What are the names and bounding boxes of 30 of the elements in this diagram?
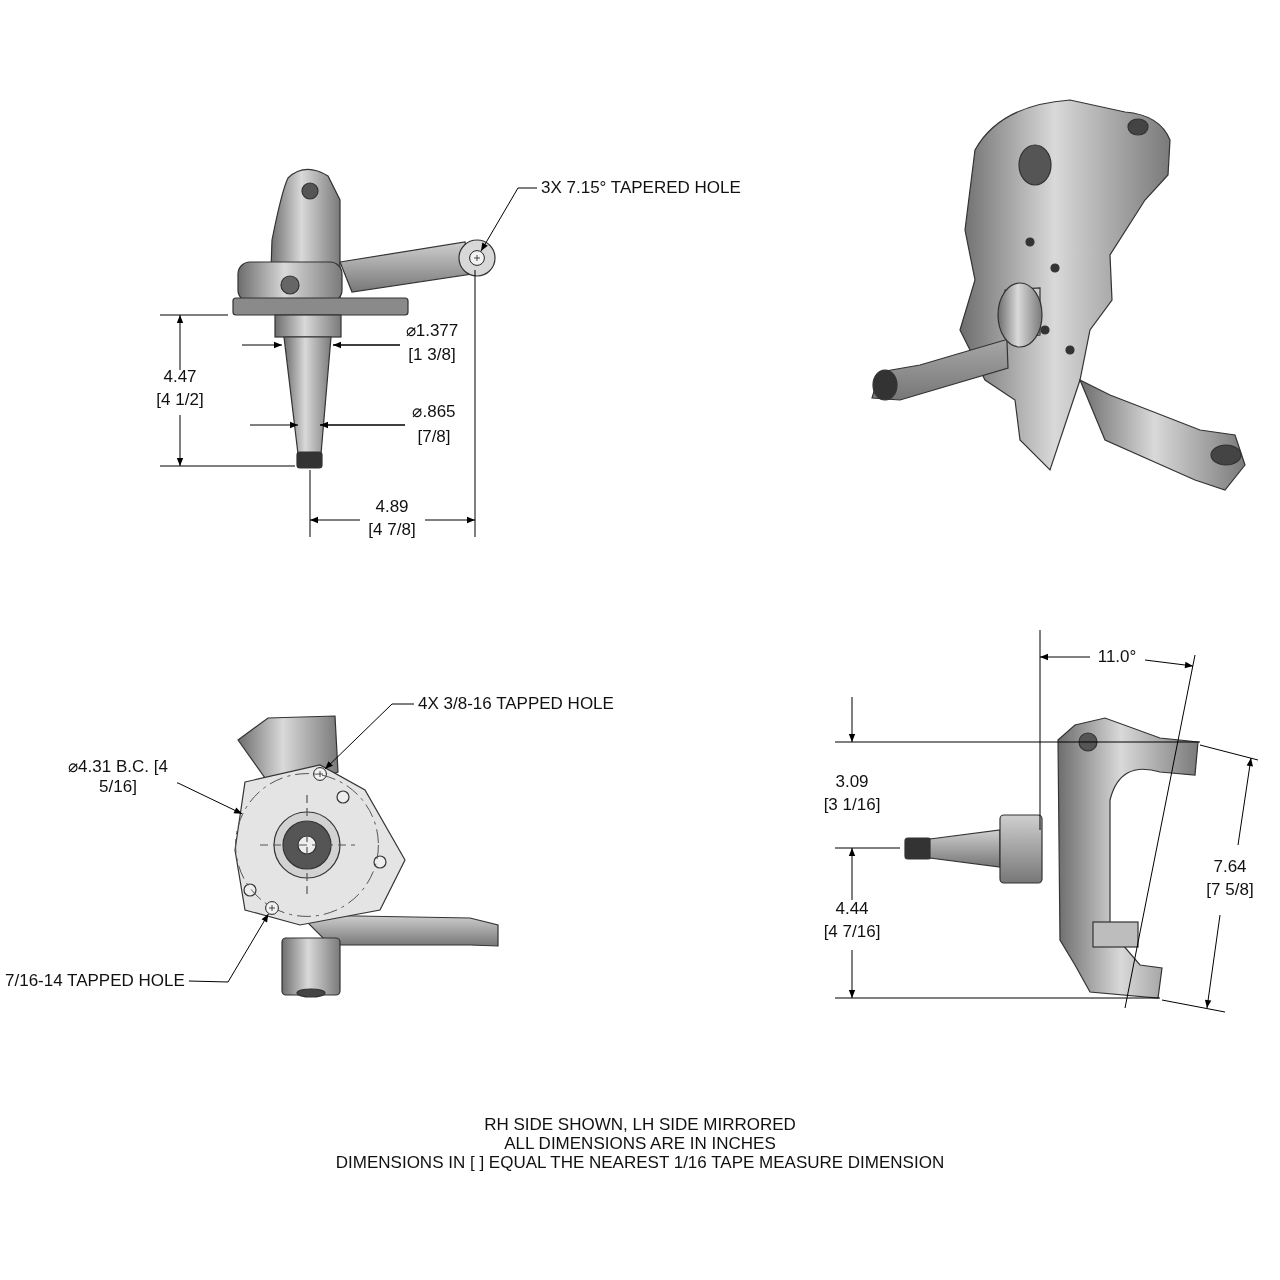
leader-line	[188, 913, 269, 983]
leader-line	[480, 187, 538, 252]
tapped-hole	[313, 767, 327, 781]
dimension-text: 4.47	[163, 367, 197, 387]
callout-text: ⌀4.31 B.C. [4 5/16]	[63, 757, 173, 797]
dimension-text: [4 1/2]	[156, 390, 204, 410]
note-text: RH SIDE SHOWN, LH SIDE MIRRORED	[484, 1115, 796, 1135]
tapped-hole	[265, 901, 279, 915]
dimension-text: [4 7/16]	[823, 922, 881, 942]
leader-line	[324, 703, 415, 770]
leader-line	[176, 782, 243, 815]
dimension-text: [7 5/8]	[1206, 880, 1254, 900]
note-text: ALL DIMENSIONS ARE IN INCHES	[504, 1134, 776, 1154]
dimension-text: [3 1/16]	[823, 795, 881, 815]
dimension-text: 4.89	[375, 497, 409, 517]
note-text: DIMENSIONS IN [ ] EQUAL THE NEAREST 1/16 TAPE MEASURE DIMENSION	[335, 1153, 945, 1173]
callout-text: 7/16-14 TAPPED HOLE	[5, 971, 185, 991]
callout-text: 3X 7.15° TAPERED HOLE	[541, 178, 741, 198]
dimension-text: ⌀1.377	[405, 321, 459, 341]
dimension-text: [4 7/8]	[368, 520, 416, 540]
dimension-text: [7/8]	[417, 427, 451, 447]
callout-text: 4X 3/8-16 TAPPED HOLE	[418, 694, 614, 714]
bolt-circle	[235, 773, 379, 917]
dimension-text: ⌀.865	[412, 402, 456, 422]
tapered-hole	[469, 250, 485, 266]
dimension-text: [1 3/8]	[408, 345, 456, 365]
dimension-text: 7.64	[1213, 857, 1247, 877]
dimension-text: 3.09	[835, 772, 869, 792]
dimension-text: 11.0°	[1097, 647, 1137, 667]
dimension-text: 4.44	[835, 899, 869, 919]
